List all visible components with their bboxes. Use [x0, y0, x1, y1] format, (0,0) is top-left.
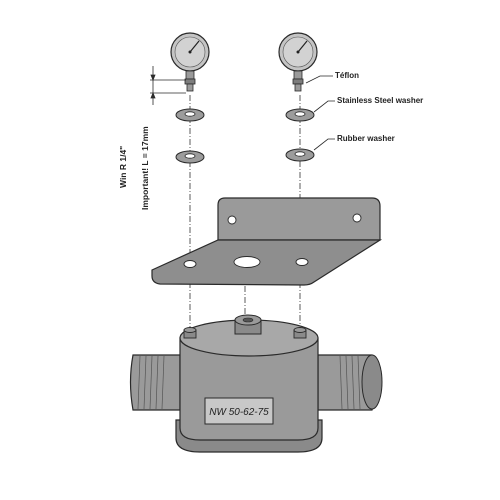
callout-leaders: [305, 75, 335, 151]
stainless-washer-label: Stainless Steel washer: [337, 96, 423, 105]
teflon-label: Téflon: [335, 71, 359, 80]
mounting-bracket: [151, 197, 383, 286]
model-plate-label: NW 50-62-75: [209, 407, 269, 418]
filter-housing: [129, 314, 383, 453]
thread-length-dimension: [150, 66, 186, 105]
left-pressure-gauge: [170, 32, 210, 92]
right-rubber-washer: [285, 148, 315, 162]
important-length-label: Important! L = 17mm: [140, 126, 150, 210]
rubber-washer-label: Rubber washer: [337, 134, 395, 143]
right-pressure-gauge: [278, 32, 318, 92]
thread-size-label: Win R 1/4": [118, 146, 128, 188]
right-stainless-washer: [285, 108, 315, 122]
left-rubber-washer: [175, 150, 205, 164]
left-stainless-washer: [175, 108, 205, 122]
center-lines: [189, 95, 301, 328]
